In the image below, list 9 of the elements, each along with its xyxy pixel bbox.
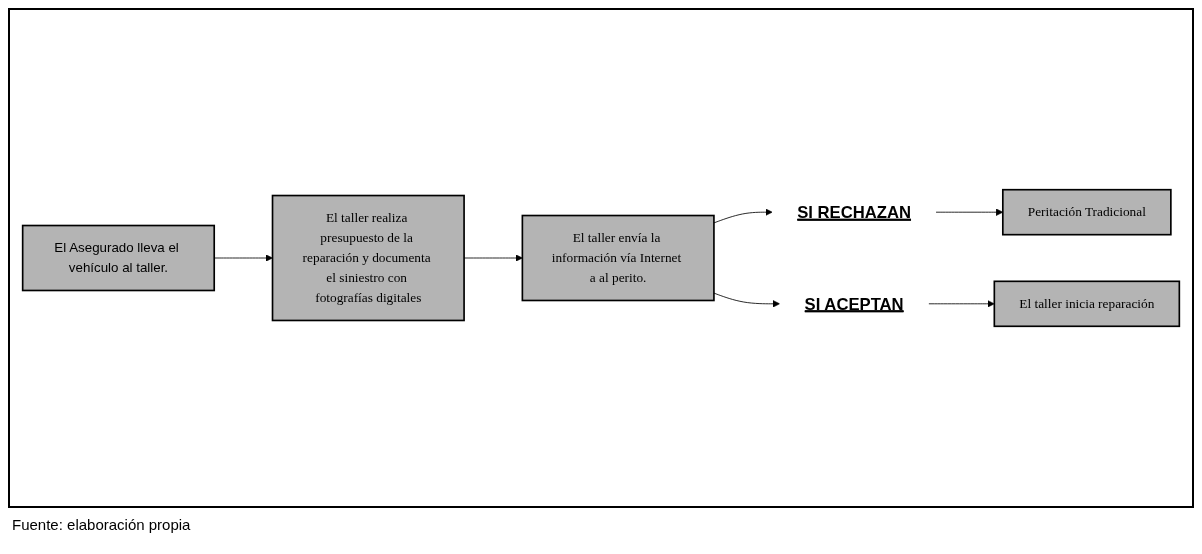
node-box bbox=[21, 224, 216, 292]
diagram-frame: El Asegurado lleva el vehículo al taller. El taller realiza presupuesto de la reparación y documenta el siniestro con fotografías digitales El taller envía la información vía Internet a al perito. SI RECHAZAN SI ACEPTAN Peritación Tradicional El taller inicia reparación bbox=[8, 8, 1194, 508]
node-text: SI RECHAZAN bbox=[797, 203, 912, 222]
node-box bbox=[271, 194, 465, 322]
node-box bbox=[993, 280, 1181, 328]
node-box bbox=[521, 214, 715, 302]
caption: Fuente: elaboración propia bbox=[12, 516, 191, 533]
node-text: SI ACEPTAN bbox=[804, 294, 904, 313]
node-box bbox=[1001, 188, 1172, 236]
